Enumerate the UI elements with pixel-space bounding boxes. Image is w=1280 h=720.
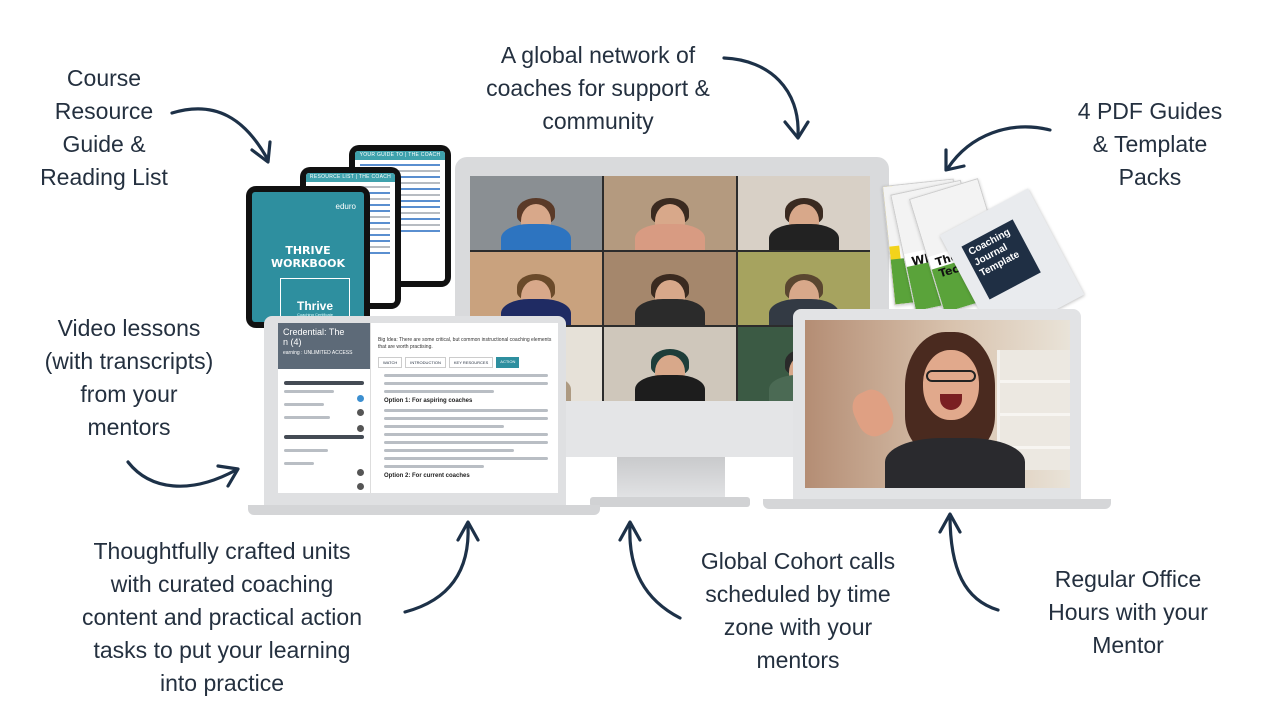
participant-video-tile bbox=[604, 176, 736, 250]
participant-video-tile bbox=[604, 327, 736, 401]
caption-units: Thoughtfully crafted units with curated … bbox=[81, 538, 362, 696]
laptop-left-base bbox=[248, 505, 600, 515]
lesson-status-dot[interactable] bbox=[357, 409, 364, 416]
participant-video-tile bbox=[470, 176, 602, 250]
lms-option-heading: Option 1: For aspiring coaches bbox=[384, 398, 473, 404]
participant-video-tile bbox=[738, 176, 870, 250]
monitor-stand bbox=[617, 457, 725, 499]
tablet-header: RESOURCE LIST | THE COACH bbox=[306, 173, 395, 182]
lms-sidebar-header: Credential: The n (4) earning : UNLIMITE… bbox=[278, 323, 370, 369]
caption-cohort-calls: Global Cohort calls scheduled by time zo… bbox=[700, 548, 896, 673]
thrive-badge-text: Thrive bbox=[296, 299, 333, 313]
caption-office-hours: Regular Office Hours with your Mentor bbox=[1048, 566, 1208, 658]
monitor-base bbox=[590, 497, 750, 507]
caption-pdf-guides: 4 PDF Guides & Template Packs bbox=[1077, 98, 1223, 190]
waving-hand bbox=[846, 384, 900, 442]
thrive-badge-subtitle: Coaching Certificate bbox=[296, 312, 334, 317]
laptop-right-base bbox=[763, 499, 1111, 509]
tab-watch[interactable]: WATCH bbox=[378, 357, 403, 368]
caption-global-network: A global network of coaches for support … bbox=[486, 42, 710, 134]
caption-video-lessons: Video lessons (with transcripts) from yo… bbox=[44, 315, 214, 440]
lesson-status-dot[interactable] bbox=[357, 469, 364, 476]
caption-resource-guide: Course Resource Guide & Reading List bbox=[40, 65, 168, 190]
participant-video-tile bbox=[604, 251, 736, 326]
lms-content: Big Idea: There are some critical, but c… bbox=[378, 323, 554, 493]
workbook-title: THRIVE WORKBOOK bbox=[270, 244, 346, 270]
mentor-video bbox=[805, 320, 1070, 488]
participant-video-tile bbox=[470, 251, 602, 326]
lesson-status-dot[interactable] bbox=[357, 425, 364, 432]
lms-option-heading: Option 2: For current coaches bbox=[384, 473, 470, 479]
thrive-badge: Thrive Coaching Certificate bbox=[280, 278, 350, 320]
tab-action[interactable]: ACTION bbox=[496, 357, 520, 368]
tablet-header: YOUR GUIDE TO | THE COACH bbox=[355, 151, 445, 160]
lms-course-title: Credential: The n (4) bbox=[283, 327, 345, 347]
lms-sidebar: Credential: The n (4) earning : UNLIMITE… bbox=[278, 323, 371, 493]
lesson-status-dot[interactable] bbox=[357, 395, 364, 402]
lms-intro-text: Big Idea: There are some critical, but c… bbox=[378, 337, 552, 350]
tab-introduction[interactable]: INTRODUCTION bbox=[405, 357, 446, 368]
lesson-status-dot[interactable] bbox=[357, 483, 364, 490]
journal-title: Coaching Journal Template bbox=[961, 219, 1041, 300]
lms-access-label: earning : UNLIMITED ACCESS bbox=[283, 350, 353, 356]
tablet-workbook: eduro THRIVE WORKBOOK Thrive Coaching Ce… bbox=[246, 186, 370, 328]
tab-key-resources[interactable]: KEY RESOURCES bbox=[448, 357, 494, 368]
eduro-logo: eduro bbox=[335, 202, 356, 211]
lms-course-screen: Credential: The n (4) earning : UNLIMITE… bbox=[278, 323, 558, 493]
